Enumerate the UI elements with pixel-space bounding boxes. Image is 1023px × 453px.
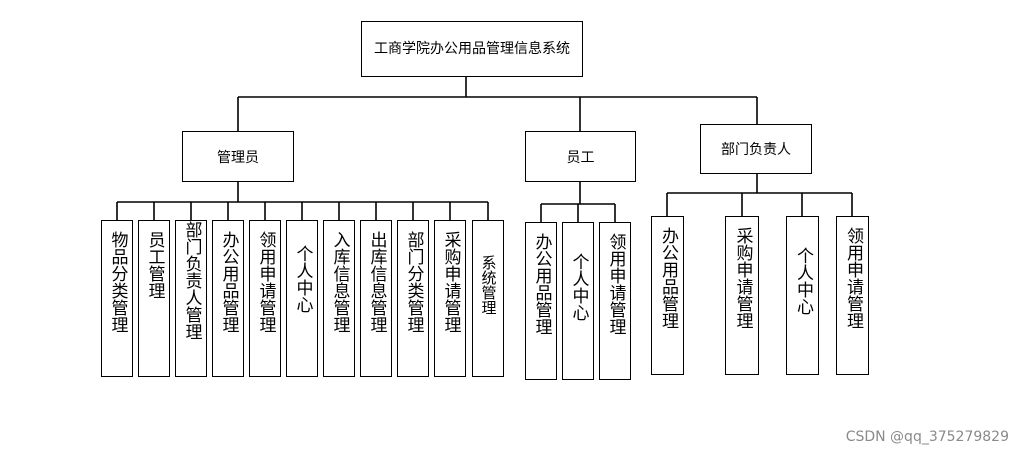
- leaf-node: 员工管理: [138, 220, 170, 377]
- leaf-node: 办公用品管理: [212, 220, 244, 377]
- group-node-admin: 管理员: [182, 131, 294, 182]
- leaf-label: 员工管理: [144, 231, 165, 299]
- leaf-label: 办公用品管理: [658, 227, 678, 329]
- leaf-node: 采购申请管理: [725, 216, 759, 375]
- group-node-employee: 员工: [525, 131, 636, 182]
- leaf-node: 系统管理: [472, 220, 504, 377]
- group-node-label: 员工: [566, 149, 595, 166]
- leaf-node: 领用申请管理: [599, 222, 631, 380]
- leaf-label: 个人中心: [292, 245, 313, 313]
- leaf-node: 个人中心: [562, 222, 594, 380]
- group-node-label: 管理员: [217, 149, 259, 166]
- leaf-node: 部门负责人管理: [175, 220, 207, 377]
- leaf-node: 出库信息管理: [360, 220, 392, 377]
- group-node-dept-head: 部门负责人: [700, 124, 812, 174]
- leaf-node: 个人中心: [286, 220, 318, 377]
- root-node: 工商学院办公用品管理信息系统: [361, 21, 583, 77]
- leaf-label: 办公用品管理: [531, 233, 552, 335]
- leaf-label: 领用申请管理: [255, 231, 276, 333]
- leaf-node: 采购申请管理: [434, 220, 466, 377]
- leaf-label: 部门负责人管理: [181, 221, 202, 340]
- leaf-label: 部门分类管理: [403, 231, 424, 333]
- leaf-label: 领用申请管理: [843, 227, 863, 329]
- leaf-node: 部门分类管理: [397, 220, 429, 377]
- leaf-node: 个人中心: [786, 216, 819, 375]
- leaf-label: 出库信息管理: [366, 231, 387, 333]
- leaf-node: 领用申请管理: [249, 220, 281, 377]
- watermark: CSDN @qq_375279829: [845, 429, 1009, 445]
- leaf-label: 系统管理: [479, 255, 498, 315]
- leaf-node: 办公用品管理: [651, 216, 684, 375]
- leaf-label: 入库信息管理: [329, 231, 350, 333]
- leaf-label: 办公用品管理: [218, 231, 239, 333]
- leaf-label: 采购申请管理: [732, 227, 753, 329]
- root-node-label: 工商学院办公用品管理信息系统: [374, 41, 570, 57]
- leaf-node: 办公用品管理: [525, 222, 557, 380]
- group-node-label: 部门负责人: [721, 142, 791, 158]
- leaf-label: 领用申请管理: [605, 233, 626, 335]
- leaf-label: 个人中心: [793, 247, 813, 315]
- leaf-node: 入库信息管理: [323, 220, 355, 377]
- leaf-node: 领用申请管理: [836, 216, 869, 375]
- leaf-label: 个人中心: [568, 253, 589, 321]
- leaf-label: 物品分类管理: [107, 231, 128, 333]
- leaf-node: 物品分类管理: [101, 220, 133, 377]
- leaf-label: 采购申请管理: [440, 231, 461, 333]
